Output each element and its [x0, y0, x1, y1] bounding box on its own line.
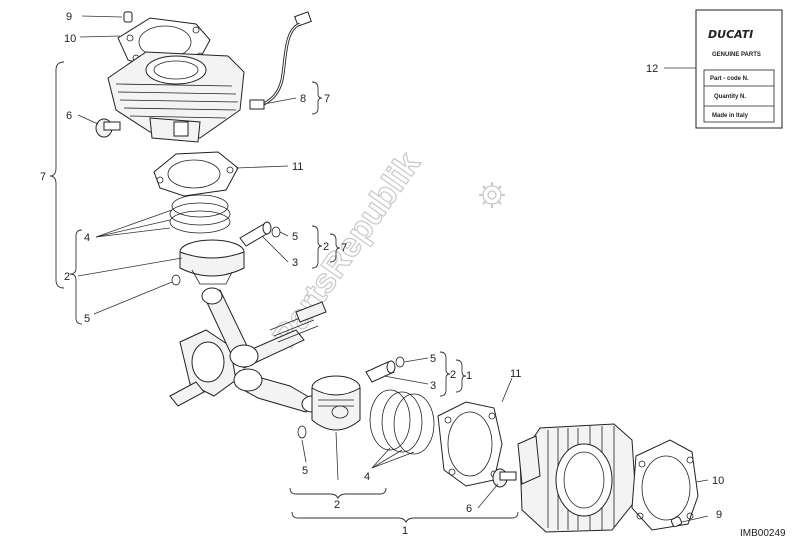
callout-2-bottom: 2: [334, 499, 340, 511]
cylinder-top: [107, 51, 245, 143]
ducati-logo: DUCATI: [708, 28, 753, 41]
watermark-gear-icon: [479, 182, 505, 208]
callout-3-mid-right: 3: [430, 380, 436, 392]
dowel-pin-top: [123, 11, 133, 23]
callout-9-bottom: 9: [716, 509, 722, 521]
callout-7-wire: 7: [324, 93, 330, 105]
callout-labels: 9 10 6 7 8 7 11 4 5 2 7 3 2 5 12 5 2 1 3…: [40, 11, 724, 537]
piston-top: [179, 239, 245, 285]
callout-10-bottom: 10: [712, 475, 724, 487]
callout-4-top: 4: [84, 232, 90, 244]
piston-rings-top: [169, 194, 231, 234]
leader-lines: [77, 15, 709, 523]
piston-rings-bottom: [369, 389, 435, 455]
callout-5-left: 5: [84, 313, 90, 325]
piston-pin-top: [239, 221, 272, 247]
callout-10-top: 10: [64, 33, 76, 45]
circlip-mid-right: [395, 356, 405, 368]
card-row-made-in: Made in Italy: [712, 113, 749, 119]
callout-5-top-right: 5: [292, 231, 298, 243]
callout-7-pin: 7: [341, 242, 347, 254]
connecting-rod-bottom: [233, 368, 323, 413]
card-subtitle: GENUINE PARTS: [712, 52, 761, 58]
callout-9-top: 9: [66, 11, 72, 23]
callout-1-mid-right: 1: [466, 370, 472, 382]
temperature-sensor-wire: [249, 11, 312, 110]
drawing-code: IMB00249: [740, 528, 786, 539]
callout-7-left: 7: [40, 171, 46, 183]
head-gasket-bottom: [631, 439, 699, 531]
callout-5-bottom: 5: [302, 465, 308, 477]
cylinder-bottom: [517, 423, 637, 533]
bolt-top: [95, 118, 121, 138]
circlip-bottom-left: [297, 425, 307, 439]
callout-6-bottom: 6: [466, 503, 472, 515]
callout-2-mid-right: 2: [450, 369, 456, 381]
callout-11-top: 11: [292, 161, 303, 173]
callout-3-top-right: 3: [292, 257, 298, 269]
card-row-part-code: Part - code N.: [710, 76, 749, 82]
callout-4-bottom: 4: [364, 471, 370, 483]
circlip-top-left: [171, 274, 181, 286]
base-gasket-bottom: [437, 401, 503, 487]
callout-11-bottom: 11: [510, 368, 521, 380]
callout-8: 8: [300, 93, 306, 105]
brackets: [49, 61, 519, 524]
base-gasket-top: [153, 151, 239, 197]
callout-6-top: 6: [66, 110, 72, 122]
callout-5-mid-right: 5: [430, 353, 436, 365]
callout-2-left: 2: [64, 271, 70, 283]
genuine-parts-card: DUCATI GENUINE PARTS Part - code N. Quan…: [695, 9, 783, 129]
piston-pin-bottom: [365, 360, 396, 383]
dowel-pin-bottom: [670, 516, 683, 528]
card-row-quantity: Quantity N.: [714, 94, 746, 100]
circlip-top-right: [271, 226, 281, 238]
callout-1-bottom: 1: [402, 525, 408, 537]
callout-2-top-right: 2: [323, 241, 329, 253]
bolt-bottom: [492, 468, 517, 488]
connecting-rod-top: [201, 287, 259, 368]
piston-bottom: [311, 375, 361, 431]
callout-12: 12: [646, 63, 658, 75]
